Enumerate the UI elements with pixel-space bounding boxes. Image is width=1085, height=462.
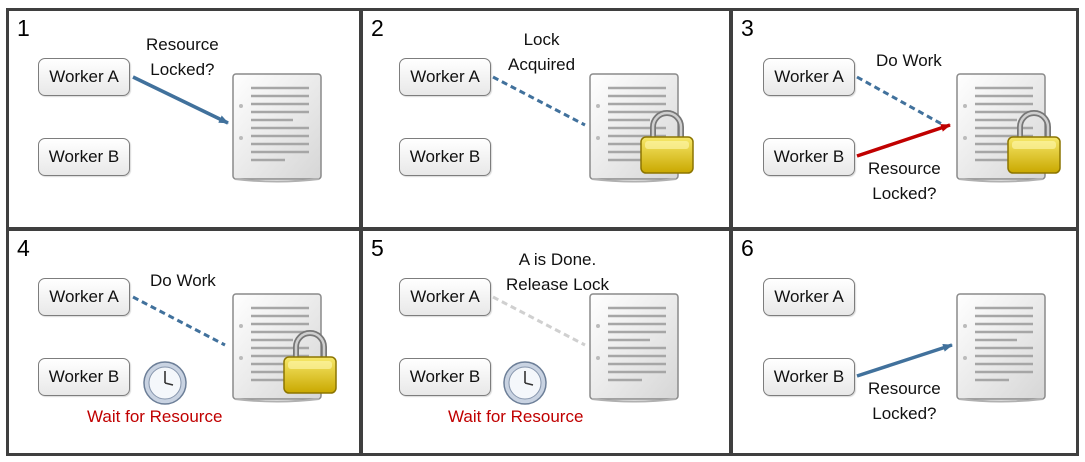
work-dashed-line [856,75,948,129]
worker-a-box: Worker A [399,58,491,96]
panel-3-graphics [856,72,1076,183]
panel-3: 3 Worker A Worker B Do Work Resource Loc… [730,8,1079,230]
worker-b-box: Worker B [763,358,855,396]
panel-number: 1 [17,15,30,41]
panel-6: 6 Worker A Worker B Resource Locked? [730,228,1079,456]
lock-dashed-line [492,75,586,127]
worker-a-box: Worker A [399,278,491,316]
worker-b-box: Worker B [399,358,491,396]
clock-icon [143,361,187,405]
panel-2: 2 Worker A Worker B Lock Acquired [360,8,732,230]
worker-a-box: Worker A [763,278,855,316]
document-icon [588,292,680,403]
panel-number: 5 [371,235,384,261]
worker-b-box: Worker B [399,138,491,176]
release-lock-label: A is Done. Release Lock [506,250,610,294]
lock-acquired-label: Lock Acquired [508,30,576,74]
panel-4-graphics [132,292,359,405]
wait-for-resource-label: Wait for Resource [448,407,584,426]
panel-1: 1 Worker A Worker B Resource Locked? [6,8,362,230]
worker-a-box: Worker A [38,58,130,96]
worker-b-box: Worker B [38,138,130,176]
worker-a-box: Worker A [763,58,855,96]
resource-locked-label: Resource Locked? [868,379,941,423]
panel-5: 5 Worker A Worker B A is Done. Release L… [360,228,732,456]
document-icon [955,292,1047,403]
panel-number: 2 [371,15,384,41]
panel-5-graphics [492,292,680,405]
panel-6-graphics [856,292,1047,403]
do-work-label: Do Work [876,51,942,70]
panel-number: 3 [741,15,754,41]
worker-b-box: Worker B [763,138,855,176]
wait-for-resource-label: Wait for Resource [87,407,223,426]
panel-4: 4 Worker A Worker B Do Work Wait for Res… [6,228,362,456]
panel-number: 4 [17,235,30,261]
resource-locked-label: Resource Locked? [146,35,219,79]
worker-a-box: Worker A [38,278,130,316]
work-dashed-line [132,295,226,347]
document-icon [231,72,323,183]
panel-2-graphics [492,72,729,183]
panel-number: 6 [741,235,754,261]
request-arrow [132,75,229,125]
worker-b-box: Worker B [38,358,130,396]
request-arrow [856,343,953,378]
resource-locked-label: Resource Locked? [868,159,941,203]
panel-1-graphics [132,72,323,183]
released-dashed-line [492,295,586,347]
do-work-label: Do Work [150,271,216,290]
clock-icon [503,361,547,405]
blocked-request-arrow [856,123,951,158]
